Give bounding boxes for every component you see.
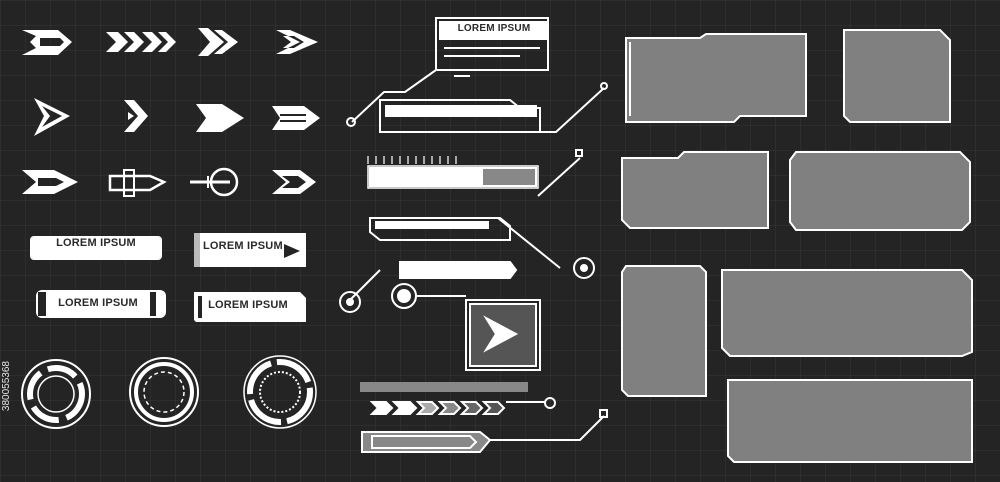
label-box-4: LOREM IPSUM bbox=[208, 299, 288, 311]
arrow-icon-6 bbox=[124, 100, 148, 132]
arrow-icon-4 bbox=[276, 30, 318, 54]
arrow-icon-1 bbox=[22, 30, 72, 55]
arrow-icon-9 bbox=[22, 170, 78, 194]
arrow-icon-3 bbox=[198, 28, 238, 56]
progress-bar bbox=[367, 149, 583, 197]
tech-frame-3 bbox=[339, 261, 518, 313]
arrow-icon-8 bbox=[272, 106, 320, 130]
arrow-icon-5 bbox=[34, 98, 70, 136]
label-box-5: LOREM IPSUM bbox=[457, 23, 531, 34]
tech-frame-1 bbox=[379, 99, 541, 133]
panel-1 bbox=[625, 33, 807, 123]
label-box-5-shape bbox=[346, 17, 549, 127]
hud-ring-2 bbox=[129, 357, 199, 427]
panel-3 bbox=[621, 151, 769, 229]
panel-7 bbox=[727, 379, 973, 463]
label-box-3-shape bbox=[36, 290, 166, 318]
arrow-bar-2 bbox=[361, 409, 608, 453]
target-icon bbox=[190, 167, 239, 197]
pixel-screen bbox=[465, 299, 541, 371]
panel-6 bbox=[721, 269, 973, 357]
arrow-bar-1 bbox=[360, 382, 556, 415]
panel-2 bbox=[843, 29, 951, 123]
stock-id: 380055368 bbox=[1, 361, 12, 412]
label-box-3: LOREM IPSUM bbox=[58, 297, 138, 309]
label-box-1-shape bbox=[30, 236, 162, 260]
arrow-icon-7 bbox=[196, 104, 244, 132]
arrow-icon-2 bbox=[106, 32, 176, 52]
panel-5 bbox=[621, 265, 707, 397]
label-box-2-shape bbox=[194, 233, 306, 267]
panel-4 bbox=[789, 151, 971, 231]
hud-ring-3 bbox=[243, 355, 317, 429]
label-box-4-shape bbox=[194, 292, 306, 322]
label-box-1: LOREM IPSUM bbox=[56, 237, 136, 249]
label-box-2: LOREM IPSUM bbox=[203, 240, 283, 252]
hud-ring-1 bbox=[21, 359, 91, 429]
tech-frame-2 bbox=[369, 217, 595, 279]
arrow-icon-10 bbox=[108, 169, 167, 197]
arrow-icon-11 bbox=[272, 170, 316, 194]
